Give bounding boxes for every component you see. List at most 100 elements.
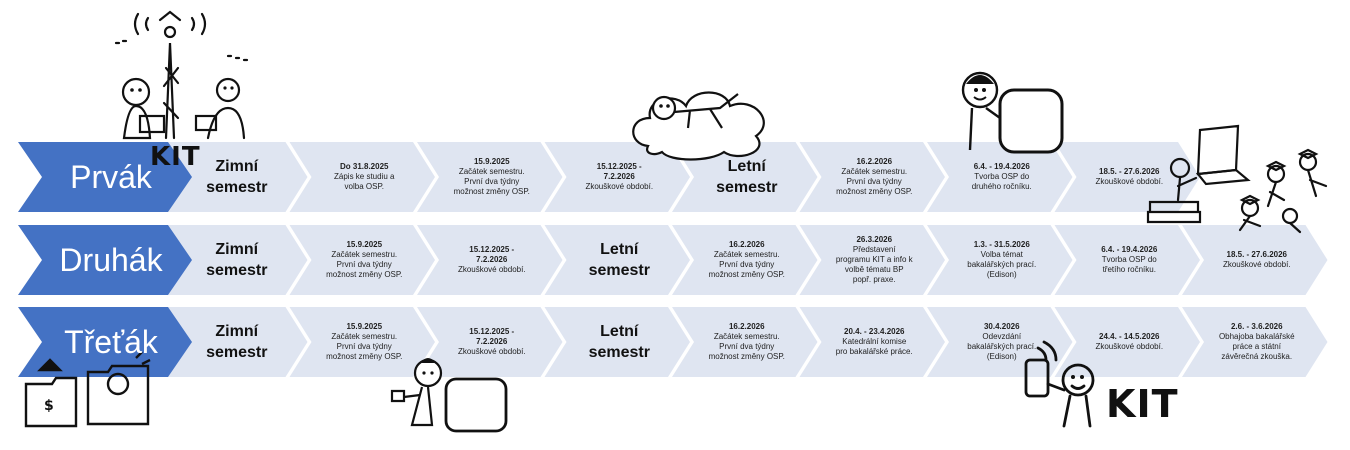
event-date: 16.2.2026: [856, 157, 893, 166]
kit-logo-bottom: KIT: [1106, 382, 1179, 426]
event-description-line: možnost změny OSP.: [326, 270, 403, 279]
prvak-step-6-chevron: [799, 142, 945, 212]
event-description-line: První dva týdny: [719, 260, 775, 269]
person-with-sign-doodle-icon: [961, 71, 1064, 154]
prvak-step-3-chevron: [417, 142, 563, 212]
season-label: semestr: [588, 262, 650, 279]
event-description-line: Zápis ke studiu a: [334, 172, 395, 181]
season-label: Zimní: [215, 323, 259, 340]
event-description-line: Začátek semestru.: [713, 250, 780, 259]
event-description-line: popř. praxe.: [852, 275, 896, 284]
event-description-line: možnost změny OSP.: [836, 187, 913, 196]
prvak-step-1-chevron: [162, 142, 308, 212]
event-description-line: Začátek semestru.: [713, 332, 780, 341]
tretak-step-6-chevron: [799, 307, 945, 377]
tretak-step-9-chevron: [1182, 307, 1328, 377]
prvak-label-chevron: [18, 142, 192, 212]
event-description-line: Volba témat: [980, 250, 1023, 259]
event-description-line: Zkouškové období.: [457, 347, 526, 356]
event-description-line: Obhajoba bakalářské: [1218, 332, 1295, 341]
tretak-step-2-chevron: [289, 307, 435, 377]
event-date: 15.9.2025: [346, 240, 383, 249]
season-label: semestr: [206, 262, 268, 279]
druhak-step-2-chevron: [289, 225, 435, 295]
season-label: semestr: [588, 344, 650, 361]
druhak-step-7-chevron: [927, 225, 1073, 295]
event-description-line: Začátek semestru.: [331, 250, 398, 259]
druhak-step-6-chevron: [799, 225, 945, 295]
event-description-line: Zkouškové období.: [1095, 342, 1164, 351]
druhak-step-5-chevron: [672, 225, 818, 295]
tretak-row-label: Třeťák: [64, 323, 158, 360]
event-description-line: Začátek semestru.: [841, 167, 908, 176]
event-description-line: druhého ročníku.: [971, 182, 1032, 191]
season-label: Letní: [727, 158, 766, 175]
event-description-line: volbě tématu BP: [844, 265, 904, 274]
event-description-line: První dva týdny: [336, 342, 392, 351]
event-date: 15.9.2025: [346, 322, 383, 331]
season-label: semestr: [716, 179, 778, 196]
event-date: 24.4. - 14.5.2026: [1099, 332, 1160, 341]
event-date: 2.6. - 3.6.2026: [1230, 322, 1283, 331]
event-date: Do 31.8.2025: [340, 162, 389, 171]
prvak-step-2-chevron: [289, 142, 435, 212]
druhak-season-step: Letní semestr: [545, 225, 691, 295]
event-description-line: Představení: [852, 245, 896, 254]
season-label: Letní: [600, 323, 639, 340]
person-phone-doodle-icon: [1024, 340, 1095, 428]
event-description-line: pro bakalářské práce.: [835, 347, 913, 356]
druhak-step-3-chevron: [417, 225, 563, 295]
event-description-line: Zkouškové období.: [585, 182, 654, 191]
event-description-line: možnost změny OSP.: [453, 187, 530, 196]
event-description-line: programu KIT a info k: [835, 255, 913, 264]
event-description-line: možnost změny OSP.: [708, 270, 785, 279]
prvak-row-label: Prvák: [70, 158, 152, 195]
event-description-line: Tvorba OSP do: [1101, 255, 1157, 264]
event-date: 6.4. - 19.4.2026: [1101, 245, 1158, 254]
event-date: 6.4. - 19.4.2026: [973, 162, 1030, 171]
graduates-laptop-doodle-icon: [1146, 124, 1328, 234]
tretak-step-8-chevron: [1054, 307, 1200, 377]
tretak-season-step: Letní semestr: [545, 307, 691, 377]
druhak-label-chevron: [18, 225, 192, 295]
event-date: 26.3.2026: [856, 235, 893, 244]
event-description-line: možnost změny OSP.: [326, 352, 403, 361]
kit-logo-top: KIT: [150, 142, 201, 172]
prvak-step-5-chevron: [672, 142, 818, 212]
druhak-step-8-chevron: [1054, 225, 1200, 295]
person-with-board-doodle-icon: [390, 358, 508, 433]
event-description-line: První dva týdny: [719, 342, 775, 351]
event-date-end: 7.2.2026: [476, 255, 508, 264]
event-description-line: (Edison): [986, 352, 1017, 361]
event-description-line: Začátek semestru.: [458, 167, 525, 176]
event-date: 16.2.2026: [728, 322, 765, 331]
event-description-line: (Edison): [986, 270, 1017, 279]
event-description-line: Zkouškové období.: [457, 265, 526, 274]
event-date: 15.12.2025 -: [596, 162, 642, 171]
event-description-line: závěrečná zkouška.: [1221, 352, 1293, 361]
season-label: Zimní: [215, 241, 259, 258]
event-date: 20.4. - 23.4.2026: [844, 327, 905, 336]
event-date-end: 7.2.2026: [603, 172, 635, 181]
druhak-step-4-chevron: [544, 225, 690, 295]
season-label: Letní: [600, 241, 639, 258]
tretak-step-3-chevron: [417, 307, 563, 377]
tretak-step-1-chevron: [162, 307, 308, 377]
